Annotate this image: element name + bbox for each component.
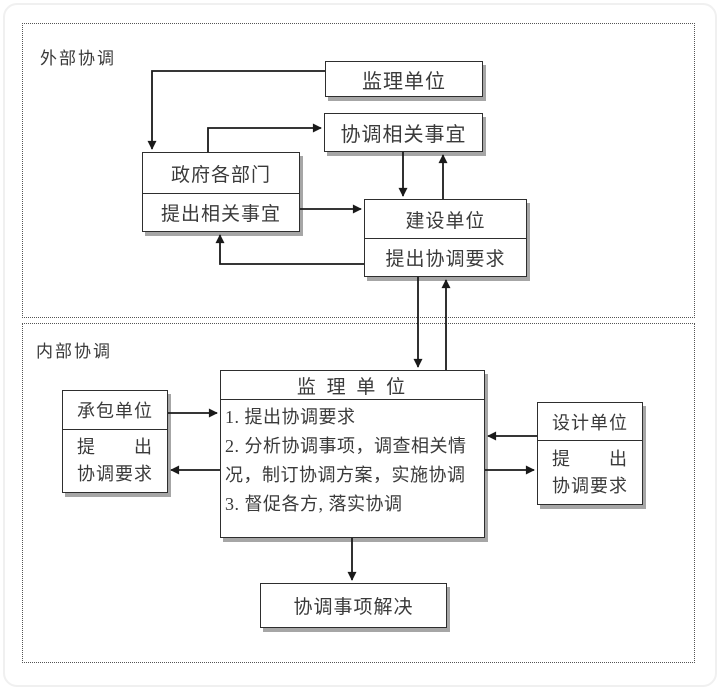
node-construction-sub: 提出协调要求 <box>365 238 526 276</box>
node-supervisor-top: 监理单位 <box>325 61 483 97</box>
section-label-external: 外部协调 <box>40 49 116 68</box>
node-contractor-sub-line1: 提 出 <box>77 437 153 457</box>
node-designer-sub-line1: 提 出 <box>552 448 628 469</box>
section-external-coordination <box>22 23 695 318</box>
node-construction: 建设单位 提出协调要求 <box>364 199 527 277</box>
supervisor-task-2: 2. 分析协调事项，调查相关情况，制订协调方案，实施协调 <box>225 436 467 485</box>
node-contractor: 承包单位 提 出 协调要求 <box>62 390 168 493</box>
node-related-matters: 协调相关事宜 <box>324 113 483 152</box>
node-designer-sub: 提 出 协调要求 <box>538 440 642 504</box>
node-supervisor-central-body: 1. 提出协调要求 2. 分析协调事项，调查相关情况，制订协调方案，实施协调 3… <box>221 399 484 537</box>
node-contractor-title: 承包单位 <box>77 401 153 421</box>
node-construction-title: 建设单位 <box>405 210 486 232</box>
node-designer-sub-line2: 协调要求 <box>552 475 628 496</box>
node-contractor-sub-line2: 协调要求 <box>77 464 153 484</box>
node-government: 政府各部门 提出相关事宜 <box>142 152 300 232</box>
node-government-sub: 提出相关事宜 <box>143 193 299 231</box>
node-designer-title: 设计单位 <box>552 412 628 433</box>
node-resolved-label: 协调事项解决 <box>293 597 414 618</box>
node-related-matters-label: 协调相关事宜 <box>340 124 467 146</box>
section-label-internal: 内部协调 <box>36 342 112 361</box>
supervisor-task-1: 1. 提出协调要求 <box>225 407 356 427</box>
node-contractor-sub: 提 出 协调要求 <box>63 429 167 492</box>
node-designer: 设计单位 提 出 协调要求 <box>537 402 643 505</box>
node-supervisor-central-title: 监 理 单 位 <box>296 376 409 398</box>
node-resolved: 协调事项解决 <box>260 583 447 628</box>
supervisor-task-3: 3. 督促各方, 落实协调 <box>225 494 403 514</box>
section-internal-coordination <box>22 323 695 663</box>
node-government-title: 政府各部门 <box>170 164 271 186</box>
node-supervisor-top-label: 监理单位 <box>362 70 446 93</box>
node-supervisor-central: 监 理 单 位 1. 提出协调要求 2. 分析协调事项，调查相关情况，制订协调方… <box>220 370 485 538</box>
